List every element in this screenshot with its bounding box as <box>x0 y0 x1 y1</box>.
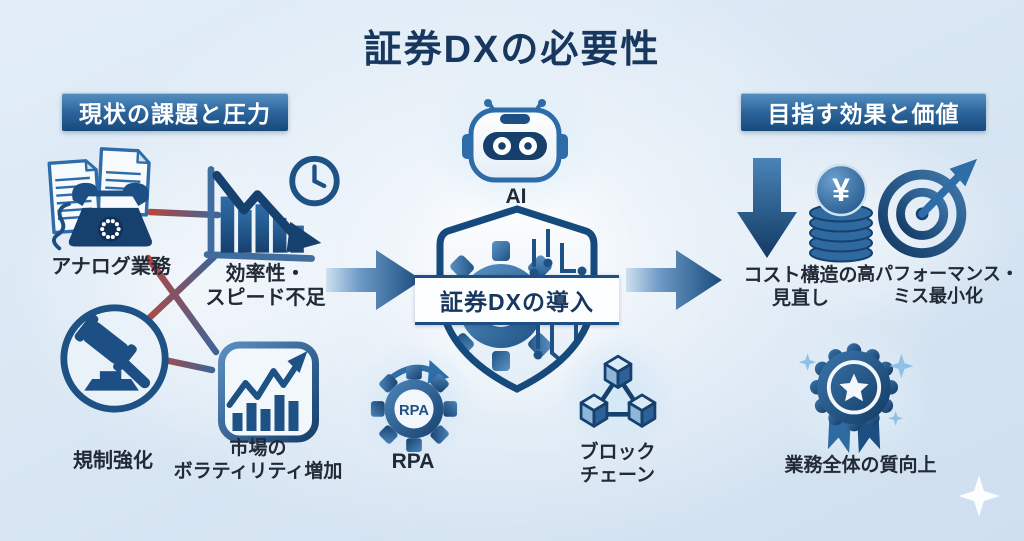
label-market-volatility: 市場の ボラティリティ増加 <box>173 438 343 483</box>
blockchain-icon <box>579 354 657 428</box>
ai-robot-icon <box>462 99 568 183</box>
flow-arrow-right <box>626 250 722 310</box>
declining-chart-clock-icon <box>203 155 340 262</box>
label-high-performance: 高パフォーマンス・ ミス最小化 <box>857 264 1019 306</box>
label-ai: AI <box>505 185 527 208</box>
target-arrow-icon <box>877 158 978 259</box>
label-analog-work: アナログ業務 <box>51 256 171 278</box>
left-section-header: 現状の課題と圧力 <box>62 93 288 131</box>
flow-arrow-left <box>326 250 422 310</box>
label-regulation: 規制強化 <box>73 450 153 472</box>
rising-chart-icon <box>218 341 319 443</box>
page-title: 証券DXの必要性 <box>363 29 661 71</box>
label-blockchain: ブロック チェーン <box>579 442 656 487</box>
label-efficiency-speed: 効率性・ スピード不足 <box>205 263 326 310</box>
yen-symbol: ¥ <box>832 172 850 208</box>
award-ribbon-icon <box>798 343 914 454</box>
label-quality-improvement: 業務全体の質向上 <box>784 455 937 476</box>
cost-down-yen-icon: ¥ <box>737 158 873 263</box>
sparkle-accents <box>798 353 914 426</box>
documents-phone-icon <box>47 147 152 251</box>
rpa-gear-icon: RPA <box>370 359 458 452</box>
label-cost-structure: コスト構造の 見直し <box>743 265 858 310</box>
core-banner: 証券DXの導入 <box>415 275 619 325</box>
page-sparkle-icon <box>958 475 1000 517</box>
rpa-gear-text: RPA <box>399 403 429 419</box>
right-section-header: 目指す効果と価値 <box>741 93 986 131</box>
gavel-icon <box>60 304 169 413</box>
label-rpa: RPA <box>391 450 435 473</box>
